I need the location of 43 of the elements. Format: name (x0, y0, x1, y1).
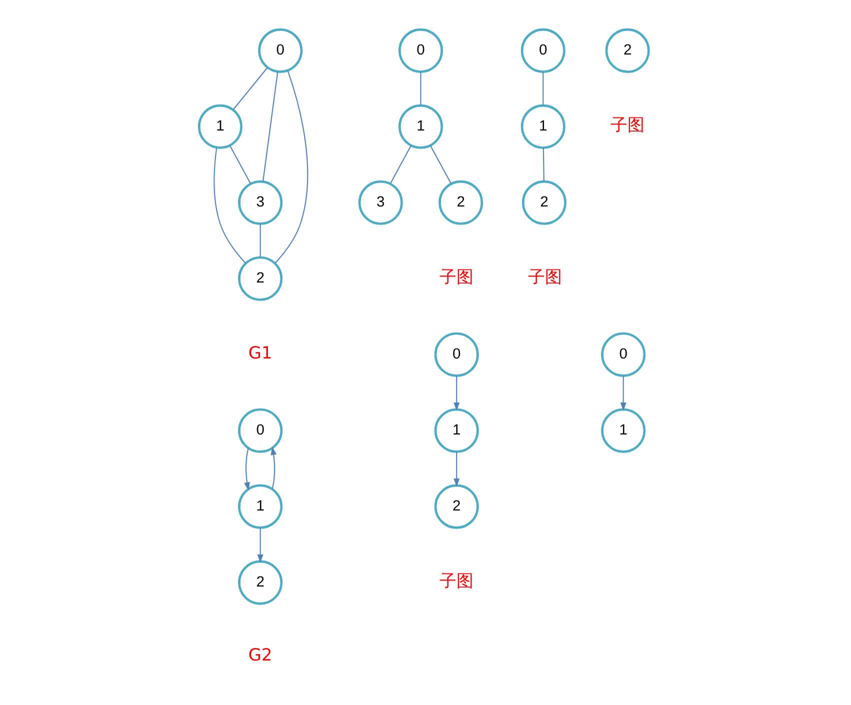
connector (390, 145, 411, 184)
node-circle: 2 (238, 256, 282, 301)
label: 子图 (439, 266, 474, 287)
node-circle: 2 (434, 484, 478, 529)
connector (228, 145, 250, 184)
connector (429, 145, 451, 184)
arrow (620, 376, 626, 411)
node-circle: 1 (520, 104, 565, 149)
connector (420, 72, 421, 106)
node-circle: 1 (398, 104, 442, 149)
node-circle: 1 (434, 408, 478, 453)
label: 子图 (439, 570, 474, 591)
label: G1 (248, 342, 272, 363)
node-circle: 1 (600, 408, 646, 453)
connector (213, 148, 246, 264)
connector (542, 148, 544, 182)
arrow (256, 528, 263, 563)
node-circle: 2 (238, 560, 282, 605)
node-circle: 2 (521, 180, 566, 225)
node-circle: 0 (520, 28, 565, 73)
arrow (453, 376, 460, 411)
node-circle: 1 (238, 484, 282, 529)
connector (232, 67, 268, 110)
node-circle: 0 (238, 408, 282, 453)
arrow (270, 446, 276, 490)
node-circle: 1 (197, 104, 242, 149)
arrow (453, 452, 460, 487)
connector (259, 224, 260, 258)
label: 子图 (610, 114, 644, 135)
node-circle: 0 (434, 332, 478, 377)
arrow (244, 448, 250, 491)
node-circle: 2 (604, 28, 650, 73)
label: G2 (248, 644, 272, 664)
node-circle: 3 (358, 180, 402, 225)
node-circle: 0 (600, 332, 646, 377)
connector (262, 72, 278, 182)
node-circle: 2 (438, 180, 483, 225)
node-circle: 0 (258, 28, 302, 73)
node-circle: 0 (398, 28, 442, 73)
connector (542, 72, 544, 106)
label: 子图 (528, 266, 562, 287)
connector (274, 70, 308, 264)
node-circle: 3 (238, 180, 282, 225)
